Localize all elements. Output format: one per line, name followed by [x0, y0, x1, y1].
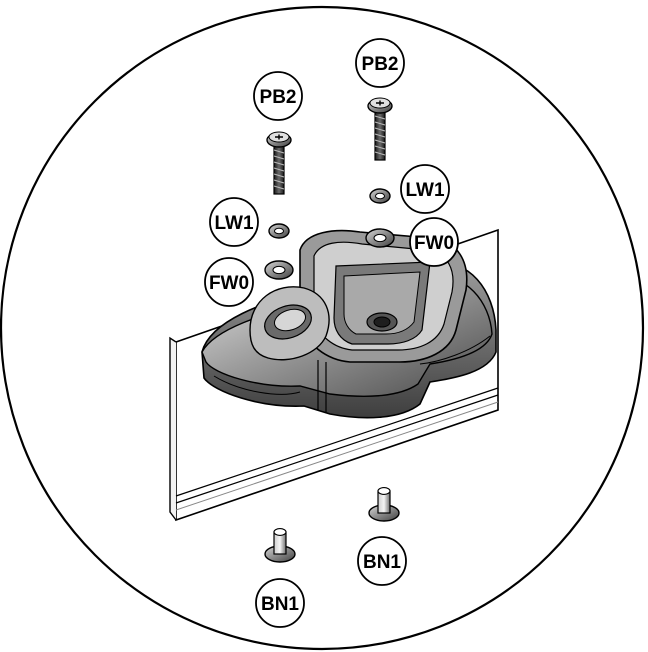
- pan-head-screw-left: [266, 131, 292, 195]
- detail-circle: [0, 5, 645, 651]
- callout-lw1-right: LW1: [400, 164, 450, 214]
- callout-label-lw1-right: LW1: [405, 180, 444, 201]
- flat-washer-left: [264, 260, 294, 280]
- callout-lw1-left: LW1: [209, 197, 259, 247]
- callout-pb2-right: PB2: [355, 38, 405, 88]
- callout-bn1-right: BN1: [357, 536, 407, 586]
- flat-washer-right: [365, 228, 395, 248]
- lock-washer-right: [369, 188, 391, 204]
- callout-fw0-left: FW0: [204, 257, 254, 307]
- callout-label-lw1-left: LW1: [214, 213, 253, 234]
- lock-washer-left: [268, 223, 290, 239]
- callout-label-fw0-left: FW0: [209, 273, 249, 294]
- callout-label-fw0-right: FW0: [414, 233, 454, 254]
- callout-fw0-right: FW0: [409, 217, 459, 267]
- callout-label-bn1-right: BN1: [363, 552, 401, 573]
- callout-pb2-left: PB2: [253, 71, 303, 121]
- callout-label-pb2-right: PB2: [362, 54, 399, 75]
- pan-head-screw-right: [367, 97, 393, 161]
- callout-label-pb2-left: PB2: [260, 87, 297, 108]
- callout-bn1-left: BN1: [255, 578, 305, 628]
- blind-nut-right: [368, 487, 400, 522]
- blind-nut-left: [264, 528, 296, 563]
- callout-label-bn1-left: BN1: [261, 594, 299, 615]
